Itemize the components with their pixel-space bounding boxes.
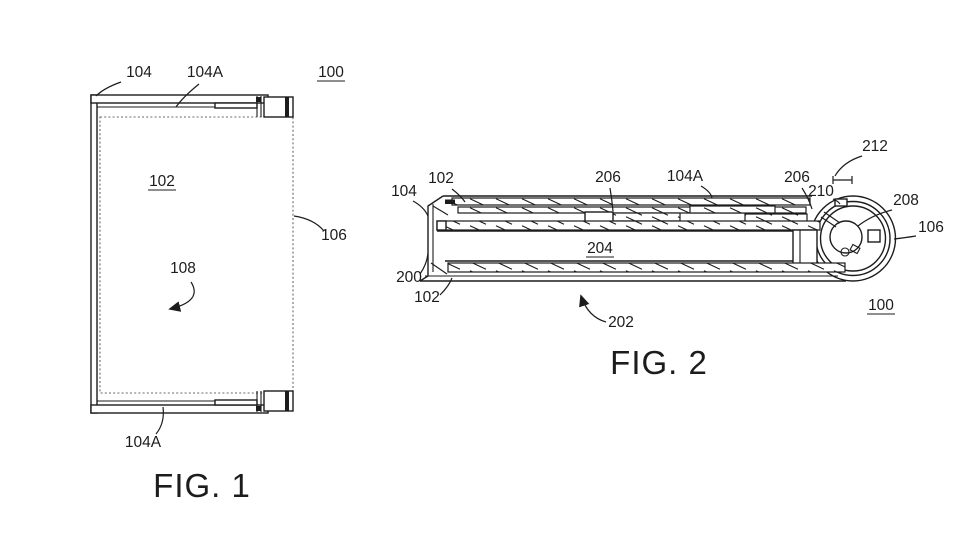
fig1-ref-108: 108 bbox=[170, 260, 196, 277]
fig2-ref-200: 200 bbox=[396, 269, 422, 286]
fig2-ref-102-bottom: 102 bbox=[414, 289, 440, 306]
fig2-display-layer-top bbox=[451, 197, 811, 206]
fig2-ref-104: 104 bbox=[391, 183, 417, 200]
fig2-leader-104a bbox=[700, 185, 713, 199]
fig2-latch-210 bbox=[834, 198, 848, 207]
fig1-ref-102: 102 bbox=[149, 173, 175, 190]
fig1-left-edge bbox=[90, 94, 98, 414]
fig2-bracket-212 bbox=[832, 176, 853, 184]
fig1-leader-104 bbox=[95, 81, 122, 97]
fig2-arrow-202 bbox=[579, 294, 607, 323]
fig2-ref-210: 210 bbox=[808, 183, 834, 200]
fig2-leader-106 bbox=[893, 235, 917, 240]
fig2-leader-104 bbox=[412, 200, 429, 217]
fig2-ref-212: 212 bbox=[862, 138, 888, 155]
fig2-leader-208 bbox=[857, 209, 893, 227]
fig2-ref-206-left: 206 bbox=[595, 169, 621, 186]
fig2-support-box bbox=[792, 229, 818, 269]
fig2-ref-100: 100 bbox=[868, 297, 894, 314]
fig1-leader-104a-bottom bbox=[155, 406, 164, 435]
fig2-leader-210 bbox=[832, 198, 841, 205]
fig2-ref-204: 204 bbox=[587, 240, 613, 257]
fig1-top-assembly bbox=[90, 94, 294, 118]
fig2-leader-102-top bbox=[451, 188, 466, 203]
fig2-body-layers bbox=[419, 195, 846, 282]
fig2-mid-layer bbox=[436, 220, 821, 231]
fig2-leader-206-right bbox=[801, 187, 813, 210]
fig1-bottom-assembly bbox=[90, 390, 294, 414]
fig1-device: 104 104A 100 102 106 108 104A FIG. 1 bbox=[90, 64, 347, 504]
fig2-ref-202: 202 bbox=[608, 314, 634, 331]
fig2-device: 104 102 206 104A 206 210 212 208 106 100… bbox=[391, 138, 944, 381]
fig2-hinge-component bbox=[867, 229, 881, 243]
fig1-leader-106 bbox=[293, 215, 325, 232]
fig2-ref-208: 208 bbox=[893, 192, 919, 209]
fig2-ref-104a: 104A bbox=[667, 168, 704, 185]
fig2-ref-102-top: 102 bbox=[428, 170, 454, 187]
fig1-caption: FIG. 1 bbox=[153, 467, 251, 504]
fig1-display-area bbox=[99, 116, 294, 394]
fig1-ref-100: 100 bbox=[318, 64, 344, 81]
fig2-leader-200 bbox=[419, 252, 429, 275]
fig2-leader-212 bbox=[834, 155, 863, 177]
fig1-ref-104a-bottom: 104A bbox=[125, 434, 162, 451]
fig2-display-layer-bottom bbox=[447, 262, 846, 273]
fig2-ref-106: 106 bbox=[918, 219, 944, 236]
fig1-ref-104a-top: 104A bbox=[187, 64, 224, 81]
fig1-leader-104a-top bbox=[175, 83, 200, 108]
fig1-ref-104: 104 bbox=[126, 64, 152, 81]
fig1-arrow-108 bbox=[168, 281, 195, 312]
fig2-leader-102-bottom bbox=[439, 277, 453, 296]
fig2-leader-206-left bbox=[609, 187, 614, 212]
fig1-ref-106: 106 bbox=[321, 227, 347, 244]
fig2-ref-206-right: 206 bbox=[784, 169, 810, 186]
fig2-caption: FIG. 2 bbox=[610, 344, 708, 381]
